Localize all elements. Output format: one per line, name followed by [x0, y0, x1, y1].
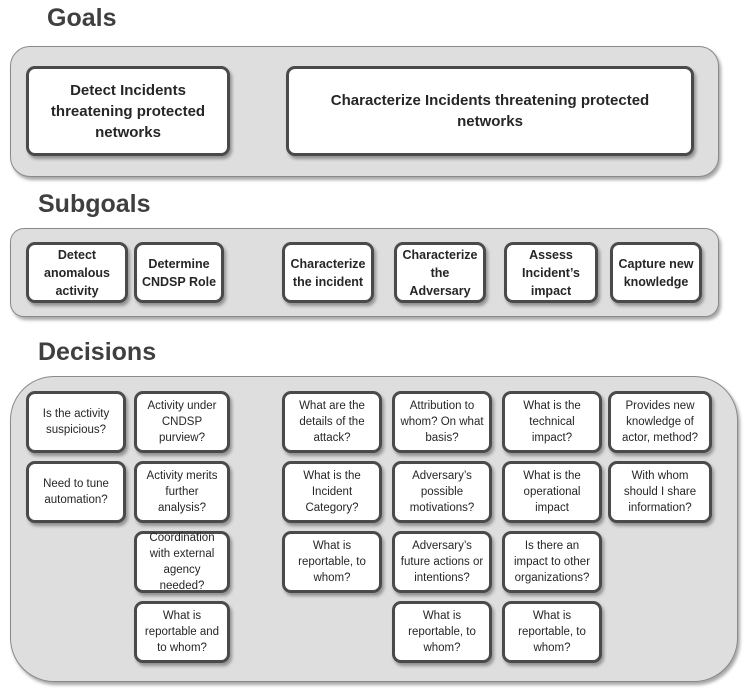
subgoal-capture-knowledge: Capture new knowledge [610, 242, 702, 303]
subgoal-characterize-adversary: Characterize the Adversary [394, 242, 486, 303]
decision-attack-details: What are the details of the attack? [282, 391, 382, 453]
decision-external-coordination: Coordination with external agency needed… [134, 531, 230, 593]
decision-tune-automation: Need to tune automation? [26, 461, 126, 523]
decision-adversary-motivations: Adversary’s possible motivations? [392, 461, 492, 523]
decision-share-information: With whom should I share information? [608, 461, 712, 523]
decision-cndsp-purview: Activity under CNDSP purview? [134, 391, 230, 453]
goals-heading: Goals [47, 4, 117, 32]
subgoal-detect-anomalous-activity: Detect anomalous activity [26, 242, 128, 303]
decision-reportable-incident: What is reportable, to whom? [282, 531, 382, 593]
decision-technical-impact: What is the technical impact? [502, 391, 602, 453]
decision-impact-other-orgs: Is there an impact to other organization… [502, 531, 602, 593]
decision-attribution: Attribution to whom? On what basis? [392, 391, 492, 453]
subgoal-determine-cndsp-role: Determine CNDSP Role [134, 242, 224, 303]
subgoal-assess-impact: Assess Incident’s impact [504, 242, 598, 303]
decision-new-knowledge: Provides new knowledge of actor, method? [608, 391, 712, 453]
decision-operational-impact: What is the operational impact [502, 461, 602, 523]
decision-reportable-impact: What is reportable, to whom? [502, 601, 602, 663]
decision-adversary-future-actions: Adversary’s future actions or intentions… [392, 531, 492, 593]
decision-merits-analysis: Activity merits further analysis? [134, 461, 230, 523]
goal-detect-incidents: Detect Incidents threatening protected n… [26, 66, 230, 156]
decision-reportable-detect: What is reportable and to whom? [134, 601, 230, 663]
decision-activity-suspicious: Is the activity suspicious? [26, 391, 126, 453]
goal-characterize-incidents: Characterize Incidents threatening prote… [286, 66, 694, 156]
subgoals-heading: Subgoals [38, 190, 151, 218]
subgoal-characterize-incident: Characterize the incident [282, 242, 374, 303]
decisions-heading: Decisions [38, 338, 157, 366]
decision-incident-category: What is the Incident Category? [282, 461, 382, 523]
decision-reportable-adversary: What is reportable, to whom? [392, 601, 492, 663]
